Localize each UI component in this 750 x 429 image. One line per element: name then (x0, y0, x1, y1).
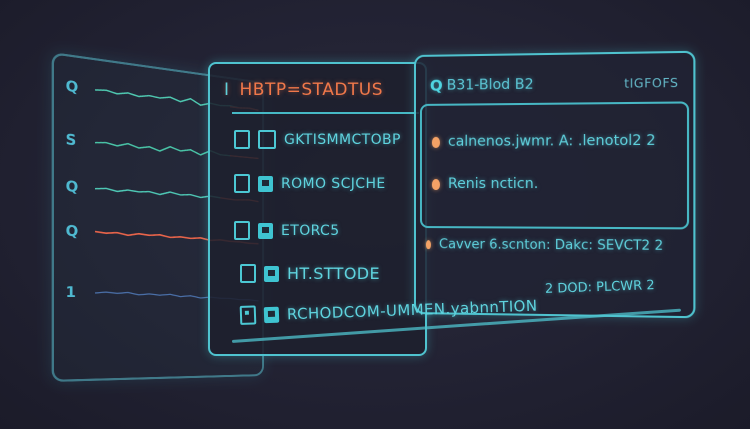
waveform-label: Q (65, 222, 79, 241)
title-marker: I (224, 80, 230, 100)
document-icon (234, 130, 250, 149)
list-item[interactable]: HT.STTODE (234, 264, 380, 283)
details-item-text: Renis ncticn. (447, 175, 539, 193)
details-item[interactable]: Cavver 6.scnton: Dakc: SEVCT2 2 (425, 237, 683, 254)
document-icon (234, 174, 250, 193)
document-icon (240, 264, 256, 283)
list-item-label: HT.STTODE (287, 264, 381, 283)
title-divider (232, 112, 419, 114)
details-item-text: calnenos.jwmr. A: .lenotol2 2 (447, 132, 656, 150)
panel-title-text: HBTP=STADTUS (239, 80, 384, 100)
waveform-label: S (65, 131, 77, 150)
list-item[interactable]: ETORC5 (234, 221, 340, 240)
details-item[interactable]: Renis ncticn. (431, 175, 539, 193)
waveform-label: Q (65, 77, 79, 97)
status-dot-icon (431, 178, 440, 190)
save-icon (258, 175, 273, 192)
details-item-text: Cavver 6.scnton: Dakc: SEVCT2 2 (438, 237, 664, 254)
details-header-right[interactable]: tIGFOFS (624, 75, 679, 91)
panel-title: I HBTP=STADTUS (224, 80, 383, 100)
q-badge-icon: Q (429, 76, 443, 95)
list-item[interactable]: ROMO SCJCHE (234, 174, 386, 193)
list-item-label: ETORC5 (281, 222, 340, 239)
details-header: Q B31-Blod B2 tIGFOFS (430, 74, 679, 95)
list-item-label: ROMO SCJCHE (281, 175, 386, 192)
image-icon (263, 306, 280, 323)
flag-icon (258, 222, 273, 239)
status-dot-icon (431, 136, 440, 148)
details-item[interactable]: calnenos.jwmr. A: .lenotol2 2 (431, 132, 656, 150)
details-title: Q B31-Blod B2 (429, 75, 534, 95)
list-item-label: GKTISMMCTOBP (284, 131, 401, 148)
details-title-text: B31-Blod B2 (446, 76, 534, 94)
document-icon (234, 221, 250, 240)
waveform-label: 1 (65, 284, 76, 301)
status-dot-icon (425, 240, 431, 250)
file-icon (258, 130, 276, 149)
list-item[interactable]: GKTISMMCTOBP (234, 130, 401, 149)
folder-icon (264, 265, 279, 282)
waveform-label: Q (65, 178, 79, 196)
edit-icon (239, 305, 257, 325)
details-card: calnenos.jwmr. A: .lenotol2 2 Renis ncti… (419, 101, 690, 230)
